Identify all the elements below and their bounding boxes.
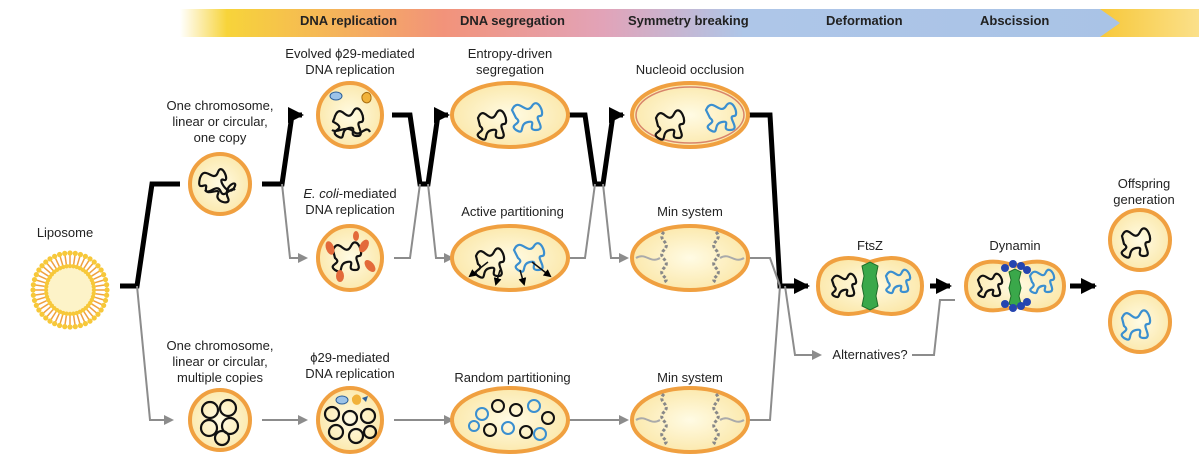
cell-min-system-mid <box>630 224 750 292</box>
label-nucleoid: Nucleoid occlusion <box>635 62 745 77</box>
label-evolved-phi29: Evolved ϕ29-mediated DNA replication <box>285 46 415 77</box>
label-dynamin: Dynamin <box>989 238 1041 253</box>
liposome-icon <box>30 250 110 330</box>
cell-offspring-bottom <box>1108 290 1172 354</box>
cell-random <box>450 386 570 454</box>
main-path-v1 <box>392 107 450 187</box>
label-one-copy: One chromosome, linear or circular, one … <box>166 98 274 145</box>
label-min-system-bottom: Min system <box>657 370 723 385</box>
stage-dna-replication: DNA replication <box>300 13 398 28</box>
cell-ftsz <box>815 256 925 316</box>
label-ecoli-line2: DNA replication <box>305 202 395 217</box>
stage-dna-segregation: DNA segregation <box>460 13 565 28</box>
label-active: Active partitioning <box>461 204 564 219</box>
main-path-down <box>748 112 810 294</box>
label-ecoli: E. coli-mediated DNA replication <box>285 186 415 218</box>
label-offspring: Offspring generation <box>1113 176 1175 207</box>
cell-multi-copy <box>188 388 252 452</box>
stage-banner <box>180 9 1199 37</box>
cell-ecoli <box>316 224 384 292</box>
label-random: Random partitioning <box>454 370 571 385</box>
label-liposome: Liposome <box>36 225 94 240</box>
pathway-lines <box>120 107 1097 425</box>
cell-nucleoid-occlusion <box>630 81 750 149</box>
stage-deformation: Deformation <box>826 13 903 28</box>
label-ftsz: FtsZ <box>857 238 883 253</box>
cell-active <box>450 224 570 292</box>
main-path-start <box>120 181 180 289</box>
main-path-v2 <box>568 107 625 187</box>
label-multi-copy: One chromosome, linear or circular, mult… <box>166 338 274 385</box>
cell-evolved-phi29 <box>316 81 384 149</box>
stage-symmetry-breaking: Symmetry breaking <box>628 13 749 28</box>
dynamin-icon <box>1001 260 1031 312</box>
label-ecoli-suffix: -mediated <box>338 186 397 201</box>
cell-offspring-top <box>1108 208 1172 272</box>
stage-abscission: Abscission <box>980 13 1050 28</box>
cell-entropy <box>450 81 570 149</box>
ftsz-ring-icon <box>861 261 879 311</box>
cell-dynamin <box>963 259 1067 313</box>
cell-phi29 <box>316 386 384 454</box>
label-entropy: Entropy-driven segregation <box>467 46 553 77</box>
main-path-up <box>262 107 304 187</box>
cell-one-copy <box>188 152 252 216</box>
label-phi29: ϕ29-mediated DNA replication <box>305 350 395 381</box>
cell-min-system-bottom <box>630 386 750 454</box>
label-ecoli-species: E. coli <box>303 186 339 201</box>
label-alternatives: Alternatives? <box>832 347 908 362</box>
label-min-system-mid: Min system <box>657 204 723 219</box>
